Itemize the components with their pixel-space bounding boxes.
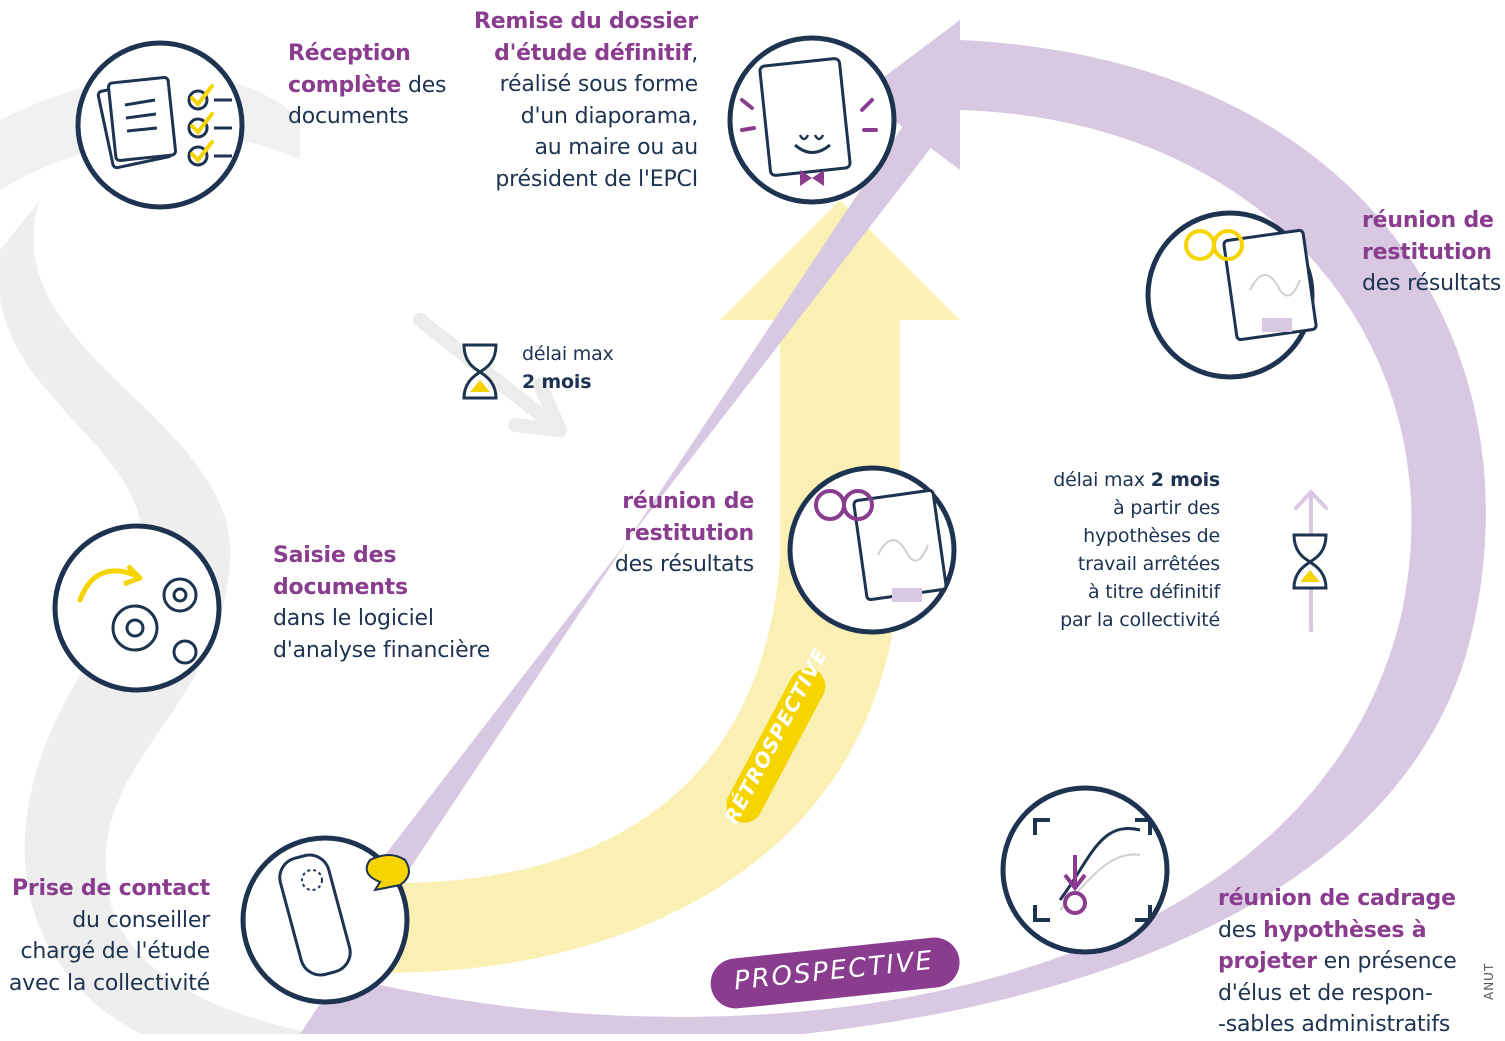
hourglass-icon-right [1292, 533, 1328, 590]
reunion-center-line2: restitution [624, 520, 754, 546]
remise-line1: Remise du dossier [473, 9, 698, 34]
presenter-chart-icon-center [787, 465, 957, 635]
contact-line4: avec la collectivité [8, 970, 210, 996]
presenter-chart-icon-right [1145, 210, 1318, 380]
reception-highlight: Réception complète [288, 41, 411, 98]
cadrage-line4: d'élus et de respon- [1218, 980, 1433, 1006]
hourglass-icon-top [462, 343, 498, 400]
delai-right: délai max 2 mois à partir des hypothèses… [1030, 466, 1220, 634]
contact-line3: chargé de l'étude [20, 939, 210, 964]
retrospective-arrow [330, 200, 960, 973]
delai-top-line1: délai max [522, 343, 614, 365]
remise-line6: président de l'EPCI [495, 166, 698, 192]
delai-right-line6: par la collectivité [1060, 609, 1220, 631]
step-reception: Réception complète des documents [288, 38, 468, 133]
delai-right-line2: à partir des [1112, 497, 1220, 519]
step-contact: Prise de contact du conseiller chargé de… [0, 873, 210, 999]
cadrage-line2-a: des [1218, 917, 1264, 943]
cadrage-line2-b: hypothèses à [1263, 917, 1427, 943]
remise-line4: d'un diaporama, [520, 103, 699, 129]
delai-top-line2: 2 mois [522, 371, 592, 393]
happy-document-icon [727, 35, 897, 205]
cadrage-line3-a: projeter [1218, 949, 1317, 974]
cadrage-line3-b: en présence [1316, 949, 1457, 974]
remise-line5: au maire ou au [534, 135, 698, 160]
delai-right-line5: à titre définitif [1087, 581, 1220, 603]
remise-line2-rest: , [691, 40, 698, 66]
contact-line2: du conseiller [72, 907, 210, 933]
reunion-center-line1: réunion de [622, 489, 754, 514]
step-remise: Remise du dossier d'étude définitif, réa… [440, 6, 698, 195]
delai-top: délai max 2 mois [522, 340, 642, 396]
remise-line3: réalisé sous forme [499, 72, 699, 97]
saisie-line3: dans le logiciel [273, 606, 434, 631]
prospective-pill [710, 937, 960, 1009]
cadrage-line5: -sables administratifs [1218, 1012, 1451, 1037]
chart-target-icon [1000, 785, 1170, 955]
faint-arrow [413, 313, 567, 437]
step-reunion-right: réunion de restitution des résultats [1362, 205, 1502, 300]
credit-text: ANUT [1482, 962, 1496, 1000]
saisie-line4: d'analyse financière [273, 637, 491, 663]
retrospective-pill [726, 668, 826, 823]
gears-icon [52, 523, 222, 693]
reunion-right-line2: restitution [1362, 239, 1492, 265]
delai-right-line3: hypothèses de [1083, 525, 1220, 547]
reception-rest: des documents [288, 72, 447, 130]
saisie-line2: documents [273, 574, 408, 600]
reunion-right-line1: réunion de [1362, 208, 1494, 233]
reunion-center-line3: des résultats [614, 552, 754, 577]
remise-line2-highlight: d'étude définitif [494, 40, 692, 66]
cadrage-line1: réunion de cadrage [1218, 886, 1456, 911]
delai-right-prefix: délai max [1053, 469, 1151, 491]
step-reunion-center: réunion de restitution des résultats [600, 486, 754, 581]
saisie-line1: Saisie des [273, 543, 397, 568]
delai-right-bold: 2 mois [1150, 469, 1221, 491]
contact-line1: Prise de contact [11, 876, 210, 901]
step-cadrage: réunion de cadrage des hypothèses à proj… [1218, 883, 1478, 1041]
reunion-right-line3: des résultats [1362, 271, 1502, 296]
phone-icon [240, 835, 410, 1005]
delai-right-line4: travail arrêtées [1077, 553, 1220, 575]
step-saisie: Saisie des documents dans le logiciel d'… [273, 540, 513, 666]
